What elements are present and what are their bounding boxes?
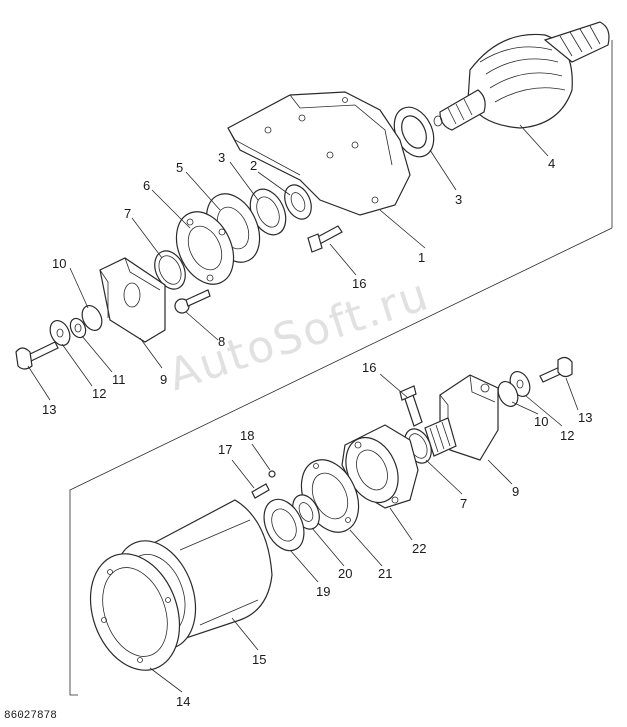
drive-shaft-cv-joint (439, 21, 610, 131)
callout-12-upper: 12 (92, 386, 106, 401)
bolt-16-lower (399, 385, 423, 427)
callout-3-upper-right: 3 (455, 192, 462, 207)
plug-18 (268, 470, 276, 478)
yoke-9-upper (99, 257, 166, 343)
o-ring-10-lower (497, 381, 519, 407)
group-separator-line (69, 227, 613, 696)
callout-15: 15 (252, 652, 266, 667)
bolt-16-upper (307, 225, 343, 253)
drawing-code: 86027878 (4, 710, 57, 722)
washer-12-upper (49, 320, 71, 346)
callout-14: 14 (176, 694, 190, 709)
callout-16-upper: 16 (352, 276, 366, 291)
callout-17: 17 (218, 442, 232, 457)
callout-3-upper-left: 3 (218, 150, 225, 165)
callout-21: 21 (378, 566, 392, 581)
gasket-14 (89, 553, 181, 671)
callout-9-lower: 9 (512, 484, 519, 499)
pin-17 (251, 483, 270, 499)
nut-8 (174, 289, 211, 314)
callout-20: 20 (338, 566, 352, 581)
callout-9-upper: 9 (160, 372, 167, 387)
flange-housing-6 (175, 211, 235, 285)
callout-7-lower: 7 (460, 496, 467, 511)
watermark-text: AutoSoft.ru (162, 269, 435, 401)
callout-10-lower: 10 (534, 414, 548, 429)
snap-ring-7-upper (154, 250, 186, 290)
seal-2 (284, 184, 312, 220)
callout-13-upper: 13 (42, 402, 56, 417)
callout-11: 11 (112, 372, 126, 387)
o-ring-10-upper (81, 305, 103, 331)
washer-11 (69, 317, 87, 339)
callout-4: 4 (548, 156, 555, 171)
bolt-13-upper (15, 341, 59, 370)
bearing-19 (263, 498, 305, 552)
callout-13-lower: 13 (578, 410, 592, 425)
bolt-13-lower (539, 356, 573, 383)
mounting-bracket (227, 91, 411, 216)
callout-7-upper: 7 (124, 206, 131, 221)
bearing-upper-right (393, 106, 443, 158)
bearing-housing-22 (341, 424, 419, 509)
leader-lines (27, 124, 579, 693)
callout-10-upper: 10 (52, 256, 66, 271)
callout-18: 18 (240, 428, 254, 443)
callout-8: 8 (218, 334, 225, 349)
callout-2: 2 (250, 158, 257, 173)
callout-22: 22 (412, 541, 426, 556)
callout-1: 1 (418, 250, 425, 265)
callout-6: 6 (143, 178, 150, 193)
callout-12-lower: 12 (560, 428, 574, 443)
callout-5: 5 (176, 160, 183, 175)
callout-19: 19 (316, 584, 330, 599)
bearing-upper-left (249, 188, 287, 236)
callout-16-lower: 16 (362, 360, 376, 375)
